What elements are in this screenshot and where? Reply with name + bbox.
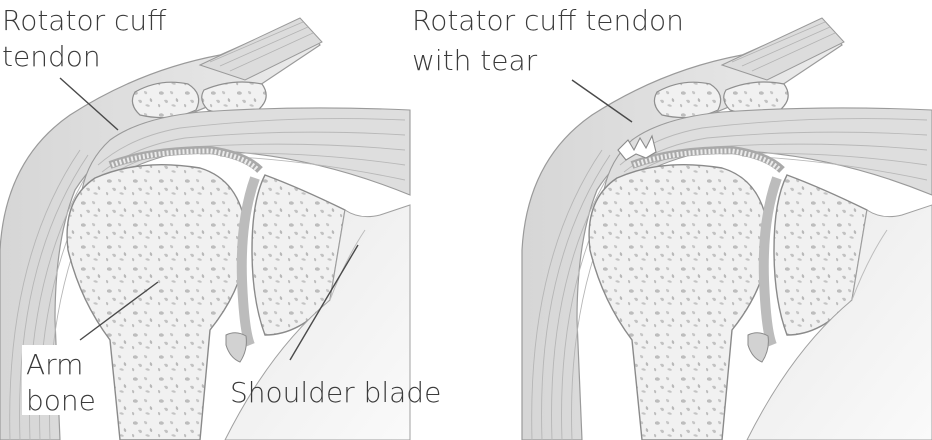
right-shoulder-illustration (522, 18, 932, 440)
label-shoulder-blade: Shoulder blade (230, 376, 441, 409)
label-arm-bone-line2: bone (26, 384, 96, 417)
label-arm-bone-line1: Arm (26, 348, 83, 381)
label-rotator-cuff-left-line2: tendon (2, 40, 101, 73)
label-rotator-cuff-right-line2: with tear (412, 44, 538, 77)
label-rotator-cuff-right-line1: Rotator cuff tendon (412, 4, 684, 37)
label-rotator-cuff-left-line1: Rotator cuff (2, 4, 167, 37)
